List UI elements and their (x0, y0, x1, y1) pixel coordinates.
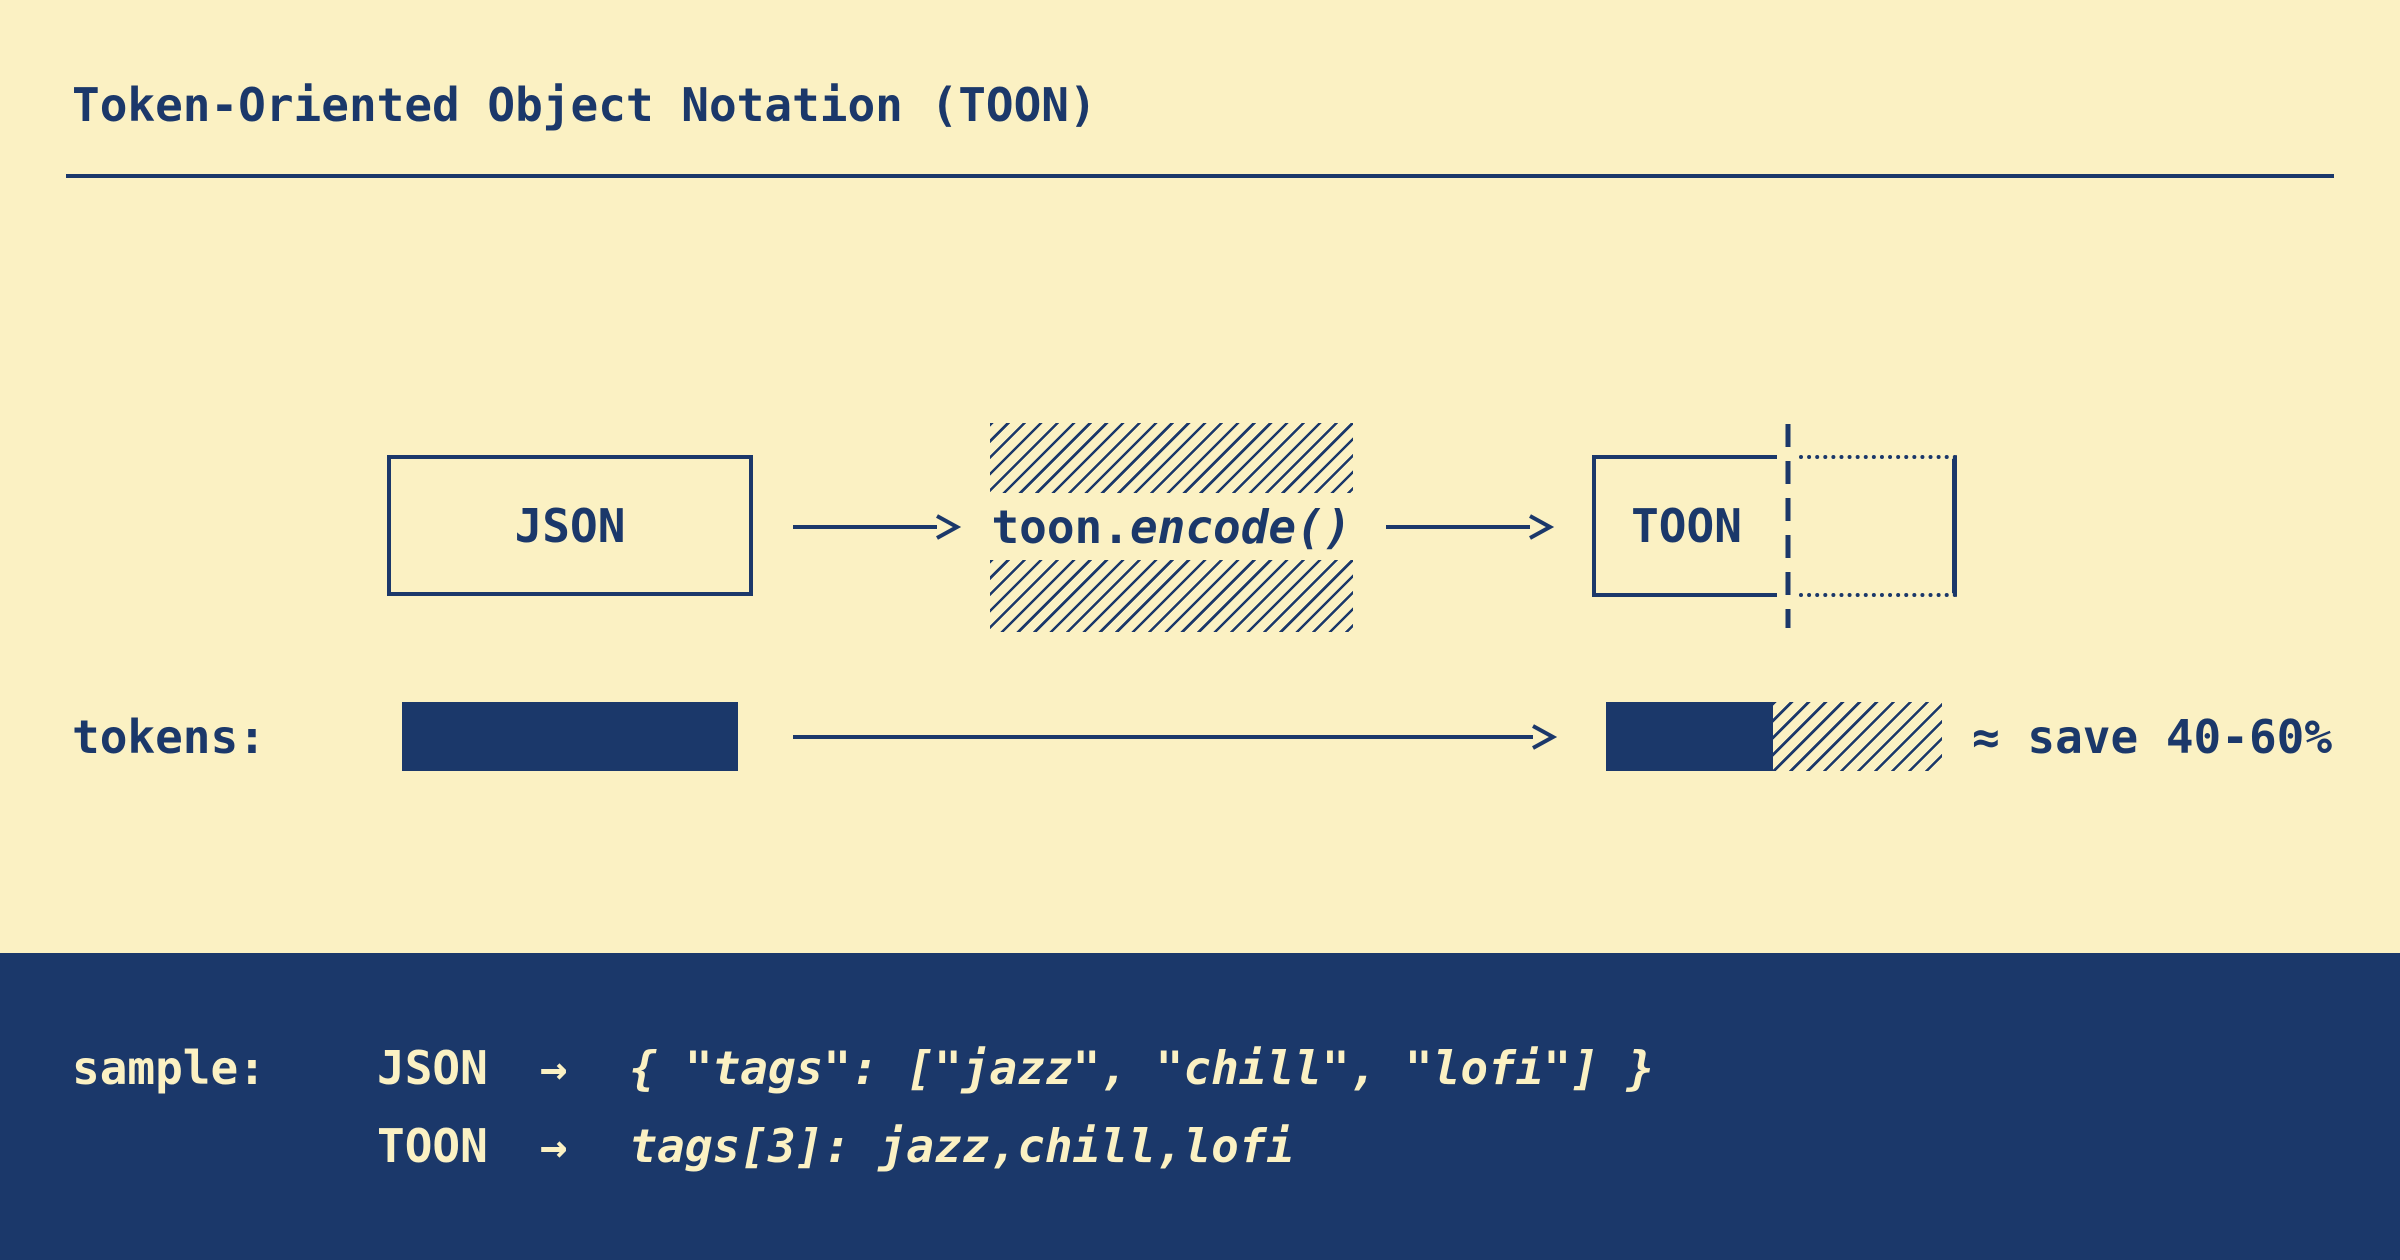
dashed-cut-line (1785, 424, 1791, 628)
json-source-box-label: JSON (514, 498, 626, 553)
page-title: Token-Oriented Object Notation (TOON) (72, 78, 1097, 132)
sample-line-json: JSON → { "tags": ["jazz", "chill", "lofi… (377, 1045, 1654, 1091)
sample-band (0, 953, 2400, 1260)
encoder-method-text: encode() (1129, 499, 1352, 554)
sample-json-code: { "tags": ["jazz", "chill", "lofi"] } (629, 1041, 1655, 1095)
tokens-row-label: tokens: (72, 710, 266, 764)
arrow-right-icon (793, 724, 1558, 750)
sample-line-toon: TOON → tags[3]: jazz,chill,lofi (377, 1123, 1294, 1169)
sample-toon-code: tags[3]: jazz,chill,lofi (629, 1119, 1295, 1173)
arrow-right-icon (1386, 514, 1555, 540)
arrow-right-glyph: → (539, 1041, 568, 1095)
saved-space-ghost-box (1799, 455, 1957, 597)
encoder-block: toon.encode() (990, 423, 1353, 632)
arrow-right-glyph: → (539, 1119, 568, 1173)
sample-row-label: sample: (72, 1041, 266, 1095)
toon-output-box: TOON (1592, 455, 1777, 597)
saved-token-bar-hatch (1773, 702, 1942, 771)
sample-format-label: JSON (377, 1041, 488, 1095)
arrow-right-icon (793, 514, 962, 540)
json-token-bar (402, 702, 738, 771)
toon-output-box-label: TOON (1631, 499, 1742, 553)
sample-format-label: TOON (377, 1119, 488, 1173)
encoder-call-label: toon.encode() (990, 493, 1353, 560)
json-source-box: JSON (387, 455, 753, 596)
encoder-object-text: toon. (991, 499, 1130, 554)
title-divider (66, 174, 2334, 178)
toon-token-bar (1606, 702, 1773, 771)
hatch-pattern-top (990, 423, 1353, 493)
hatch-pattern-bottom (990, 560, 1353, 632)
savings-note: ≈ save 40-60% (1972, 710, 2333, 764)
